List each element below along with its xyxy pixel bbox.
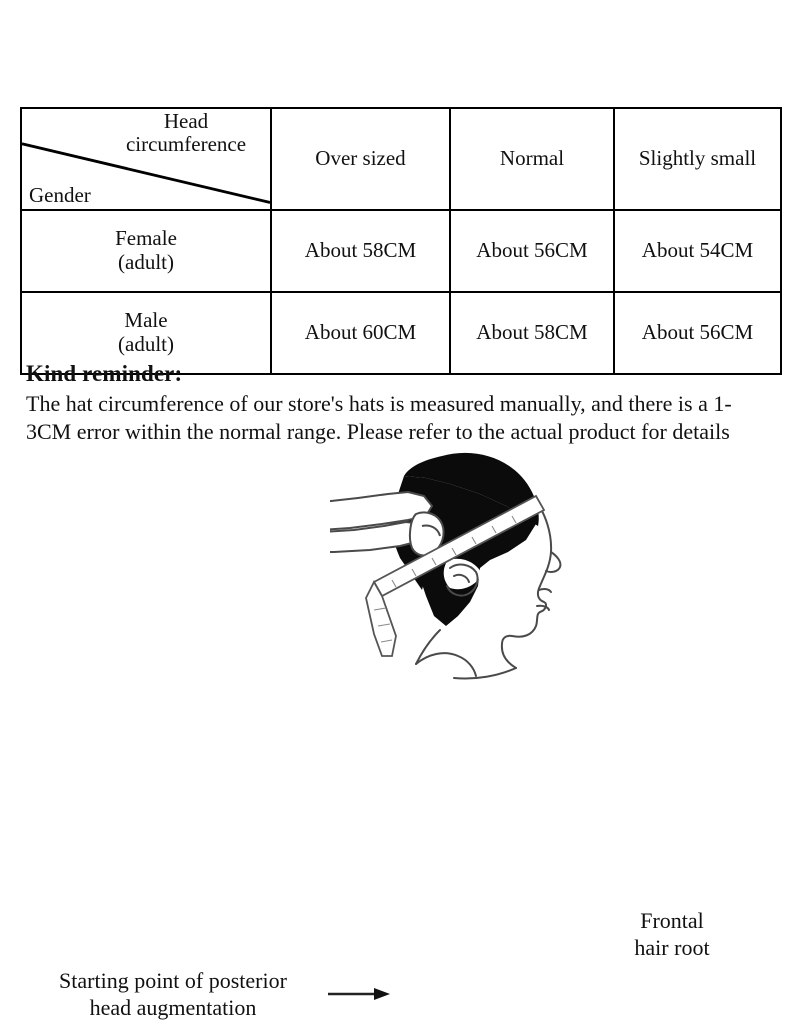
table-row: Female (adult) About 58CM About 56CM Abo… (20, 209, 782, 293)
row-header-female-line2: (adult) (118, 250, 174, 274)
kind-reminder-body: The hat circumference of our store's hat… (26, 390, 732, 445)
hand-back-shape (330, 491, 433, 531)
row-header-male-line1: Male (124, 308, 168, 333)
measurement-illustration: Frontal hair root Starting point of post… (0, 440, 800, 1020)
table-header-row: Head circumference Gender Over sized Nor… (20, 107, 782, 211)
annotation-posterior-line2: head augmentation (89, 994, 257, 1020)
kind-reminder-block: Kind reminder: The hat circumference of … (26, 360, 766, 447)
cell-female-slightly-small: About 54CM (613, 209, 782, 293)
kind-reminder-title: Kind reminder: (26, 361, 183, 386)
ear-inner-outline (453, 573, 470, 583)
measuring-tape-icon (365, 494, 546, 657)
face-profile-outline (500, 497, 553, 669)
hat-size-table: Head circumference Gender Over sized Nor… (20, 107, 782, 375)
cell-male-normal: About 58CM (449, 291, 615, 375)
annotation-frontal-hair-root: Frontal hair root (562, 908, 782, 962)
head-profile-measuring-tape-diagram (330, 452, 562, 680)
annotation-frontal-line2: hair root (634, 934, 710, 960)
annotation-posterior-line1: Starting point of posterior (59, 968, 287, 993)
row-header-male-line2: (adult) (118, 332, 174, 356)
row-header-male: Male (adult) (20, 291, 272, 375)
upper-lip-outline (538, 587, 552, 593)
neck-front-outline (453, 667, 517, 680)
cell-female-normal: About 56CM (449, 209, 615, 293)
annotation-posterior-start-point: Starting point of posterior head augment… (8, 968, 338, 1022)
lower-lip-outline (536, 604, 550, 611)
row-header-female-line1: Female (115, 226, 177, 251)
shoulder-outline (415, 652, 477, 677)
hair-upper-icon (404, 452, 539, 526)
nose-outline (545, 551, 562, 573)
row-header-female: Female (adult) (20, 209, 272, 293)
thumb-crease (421, 524, 441, 537)
column-header-normal: Normal (449, 107, 615, 211)
cell-male-over-sized: About 60CM (270, 291, 451, 375)
cell-male-slightly-small: About 56CM (613, 291, 782, 375)
column-header-over-sized: Over sized (270, 107, 451, 211)
column-header-slightly-small: Slightly small (613, 107, 782, 211)
tape-tail (365, 580, 397, 657)
column-axis-label: Head circumference (125, 109, 247, 157)
neck-back-outline (415, 629, 441, 665)
annotation-frontal-line1: Frontal (640, 908, 704, 933)
table-corner-cell: Head circumference Gender (20, 107, 272, 211)
ear-outline (446, 563, 479, 597)
table-row: Male (adult) About 60CM About 58CM About… (20, 291, 782, 375)
size-chart-table-container: Head circumference Gender Over sized Nor… (20, 107, 782, 375)
cell-female-over-sized: About 58CM (270, 209, 451, 293)
row-axis-label: Gender (29, 182, 91, 207)
